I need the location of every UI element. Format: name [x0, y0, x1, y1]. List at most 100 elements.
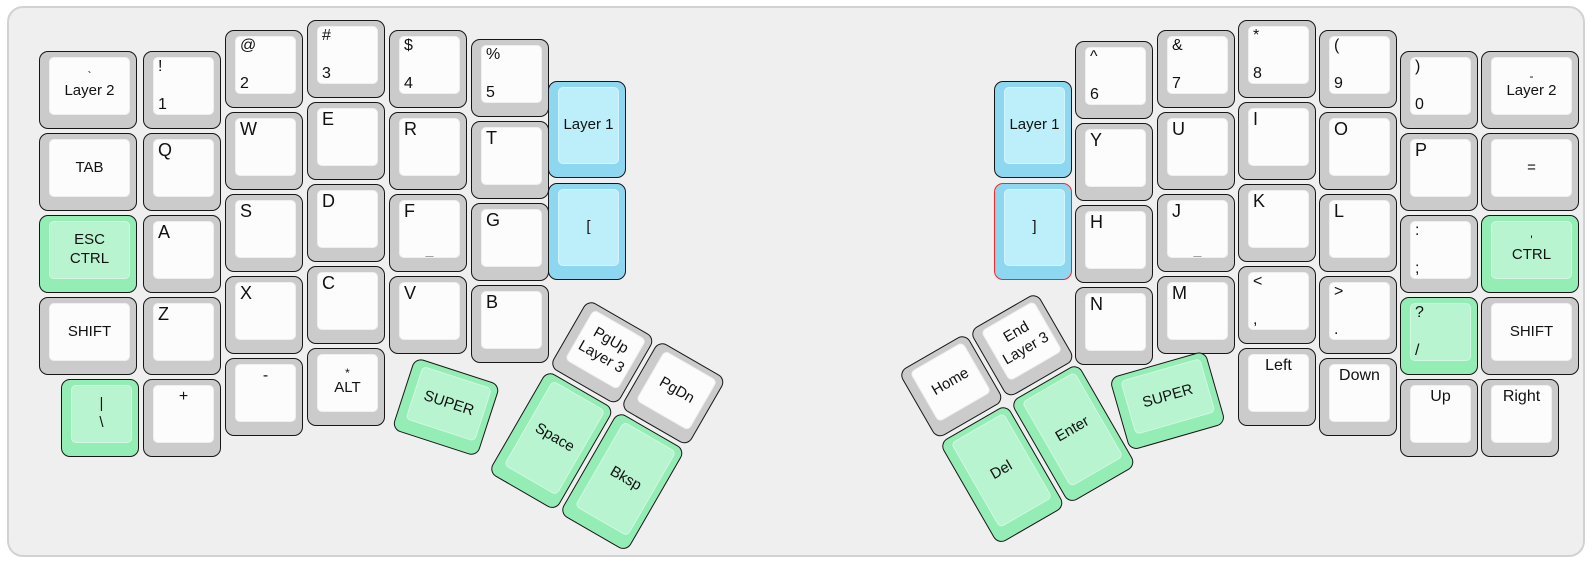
- key-i[interactable]: I: [1238, 102, 1316, 180]
- key-plus[interactable]: +: [143, 379, 221, 457]
- key-caret-6[interactable]: ^6: [1075, 41, 1153, 119]
- key-c[interactable]: C: [307, 266, 385, 344]
- key-colon-semicolon-label: ;: [1415, 260, 1420, 277]
- key-left[interactable]: Left: [1238, 348, 1316, 426]
- key-star-8-label: *: [1253, 27, 1260, 44]
- key-e[interactable]: E: [307, 102, 385, 180]
- key-l[interactable]: L: [1319, 194, 1397, 272]
- key-question-slash[interactable]: ?/: [1400, 297, 1478, 375]
- key-down-cap: Down: [1329, 364, 1390, 422]
- key-z[interactable]: Z: [143, 297, 221, 375]
- key-d-label: D: [322, 191, 335, 211]
- key-star-alt-cap: *ALT: [317, 354, 378, 412]
- key-a[interactable]: A: [143, 215, 221, 293]
- key-g[interactable]: G: [471, 203, 549, 281]
- key-question-slash-label: /: [1415, 342, 1420, 359]
- key-at-2[interactable]: @2: [225, 30, 303, 108]
- key-l-cap: L: [1329, 200, 1390, 258]
- key-rparen-0-label: ): [1415, 58, 1421, 75]
- key-j[interactable]: J_: [1157, 194, 1235, 272]
- key-super-right[interactable]: SUPER: [1109, 350, 1227, 452]
- key-amp-7[interactable]: &7: [1157, 30, 1235, 108]
- key-r[interactable]: R: [389, 112, 467, 190]
- key-super-right-label: SUPER: [1140, 380, 1195, 411]
- key-layer1-left[interactable]: Layer 1: [548, 81, 626, 178]
- key-g-label: G: [486, 210, 501, 230]
- key-minus-left[interactable]: -: [225, 358, 303, 436]
- key-super-right-cap: SUPER: [1120, 358, 1216, 435]
- key-down-label: Down: [1339, 367, 1380, 384]
- key-right[interactable]: Right: [1481, 379, 1559, 457]
- key-f[interactable]: F_: [389, 194, 467, 272]
- key-tab[interactable]: TAB: [39, 133, 137, 211]
- key-k[interactable]: K: [1238, 184, 1316, 262]
- key-o-cap: O: [1329, 118, 1390, 176]
- key-down[interactable]: Down: [1319, 358, 1397, 436]
- key-i-label: I: [1253, 109, 1259, 129]
- key-b[interactable]: B: [471, 285, 549, 363]
- key-d[interactable]: D: [307, 184, 385, 262]
- key-up[interactable]: Up: [1400, 379, 1478, 457]
- key-k-label: K: [1253, 191, 1266, 211]
- key-exclaim-1[interactable]: !1: [143, 51, 221, 129]
- key-m[interactable]: M: [1157, 276, 1235, 354]
- key-grave-layer2[interactable]: `Layer 2: [39, 51, 137, 129]
- key-w[interactable]: W: [225, 112, 303, 190]
- key-colon-semicolon[interactable]: :;: [1400, 215, 1478, 293]
- key-j-cap: J_: [1167, 200, 1228, 258]
- key-minus-layer2[interactable]: -Layer 2: [1481, 51, 1579, 129]
- key-gt-period-label: >: [1334, 283, 1344, 300]
- key-pipe-backslash[interactable]: |\: [61, 379, 139, 457]
- key-lbracket[interactable]: [: [548, 183, 626, 280]
- key-star-8-cap: *8: [1248, 26, 1309, 84]
- key-hash-3[interactable]: #3: [307, 20, 385, 98]
- key-at-2-label: 2: [240, 75, 249, 92]
- key-shift-left-label: SHIFT: [67, 322, 112, 340]
- key-v-cap: V: [399, 282, 460, 340]
- key-p-cap: P: [1410, 139, 1471, 197]
- key-lt-comma[interactable]: <,: [1238, 266, 1316, 344]
- key-n[interactable]: N: [1075, 287, 1153, 365]
- key-plus-label: +: [178, 388, 189, 405]
- key-dollar-4-cap: $4: [399, 36, 460, 94]
- key-q[interactable]: Q: [143, 133, 221, 211]
- key-y[interactable]: Y: [1075, 123, 1153, 201]
- key-equals[interactable]: =: [1481, 133, 1579, 211]
- key-rbracket-cap: ]: [1004, 189, 1065, 266]
- key-star-alt[interactable]: *ALT: [307, 348, 385, 426]
- key-enter-label: Enter: [1052, 412, 1092, 445]
- key-w-cap: W: [235, 118, 296, 176]
- key-c-cap: C: [317, 272, 378, 330]
- key-dollar-4[interactable]: $4: [389, 30, 467, 108]
- key-amp-7-cap: &7: [1167, 36, 1228, 94]
- key-layer1-right[interactable]: Layer 1: [994, 81, 1072, 178]
- key-shift-right[interactable]: SHIFT: [1481, 297, 1579, 375]
- key-lparen-9[interactable]: (9: [1319, 30, 1397, 108]
- key-w-label: W: [240, 119, 257, 139]
- key-x[interactable]: X: [225, 276, 303, 354]
- key-gt-period[interactable]: >.: [1319, 276, 1397, 354]
- key-minus-layer2-label: Layer 2: [1506, 82, 1557, 100]
- key-u[interactable]: U: [1157, 112, 1235, 190]
- key-s[interactable]: S: [225, 194, 303, 272]
- key-layer1-left-label: Layer 1: [563, 116, 614, 134]
- key-star-8[interactable]: *8: [1238, 20, 1316, 98]
- key-star-alt-label: *: [345, 366, 350, 381]
- key-percent-5[interactable]: %5: [471, 39, 549, 117]
- key-rparen-0[interactable]: )0: [1400, 51, 1478, 129]
- key-v[interactable]: V: [389, 276, 467, 354]
- key-at-2-label: @: [240, 37, 257, 54]
- key-o[interactable]: O: [1319, 112, 1397, 190]
- key-t[interactable]: T: [471, 121, 549, 199]
- key-shift-left[interactable]: SHIFT: [39, 297, 137, 375]
- key-dollar-4-label: 4: [404, 75, 413, 92]
- key-r-label: R: [404, 119, 417, 139]
- key-p[interactable]: P: [1400, 133, 1478, 211]
- key-rbracket[interactable]: ]: [994, 183, 1072, 280]
- key-b-label: B: [486, 292, 499, 312]
- key-hash-3-label: 3: [322, 65, 331, 82]
- key-super-left[interactable]: SUPER: [391, 357, 501, 458]
- key-quote-ctrl[interactable]: 'CTRL: [1481, 215, 1579, 293]
- key-h[interactable]: H: [1075, 205, 1153, 283]
